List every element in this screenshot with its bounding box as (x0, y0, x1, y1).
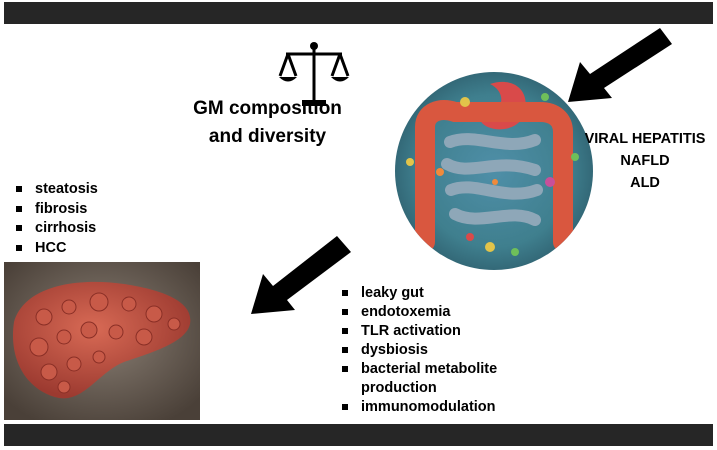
list-item: immunomodulation (340, 398, 560, 417)
disease-item: NAFLD (620, 153, 670, 169)
list-item: fibrosis (14, 200, 98, 220)
arrow-to-gut (568, 28, 672, 102)
mechanism-list: leaky gut endotoxemia TLR activation dys… (340, 284, 560, 417)
list-item: bacterial metabolite production (340, 360, 560, 398)
disease-list: VIRAL HEPATITIS NAFLD ALD (580, 128, 710, 194)
list-item: cirrhosis (14, 219, 98, 239)
gm-title: GM composition and diversity (193, 98, 342, 147)
bottom-bar (4, 424, 713, 446)
balance-scale-icon (278, 42, 350, 106)
list-item: leaky gut (340, 284, 560, 303)
list-item: HCC (14, 239, 98, 259)
disease-item: VIRAL HEPATITIS (584, 131, 706, 147)
list-item: steatosis (14, 180, 98, 200)
list-item: endotoxemia (340, 303, 560, 322)
disease-item: ALD (630, 175, 660, 191)
list-item: dysbiosis (340, 341, 560, 360)
list-item: TLR activation (340, 322, 560, 341)
gut-microbiota-illustration (395, 72, 593, 270)
liver-illustration (4, 262, 200, 420)
liver-outcome-list: steatosis fibrosis cirrhosis HCC (14, 180, 98, 258)
top-bar (4, 2, 713, 24)
arrow-to-liver (251, 236, 351, 314)
